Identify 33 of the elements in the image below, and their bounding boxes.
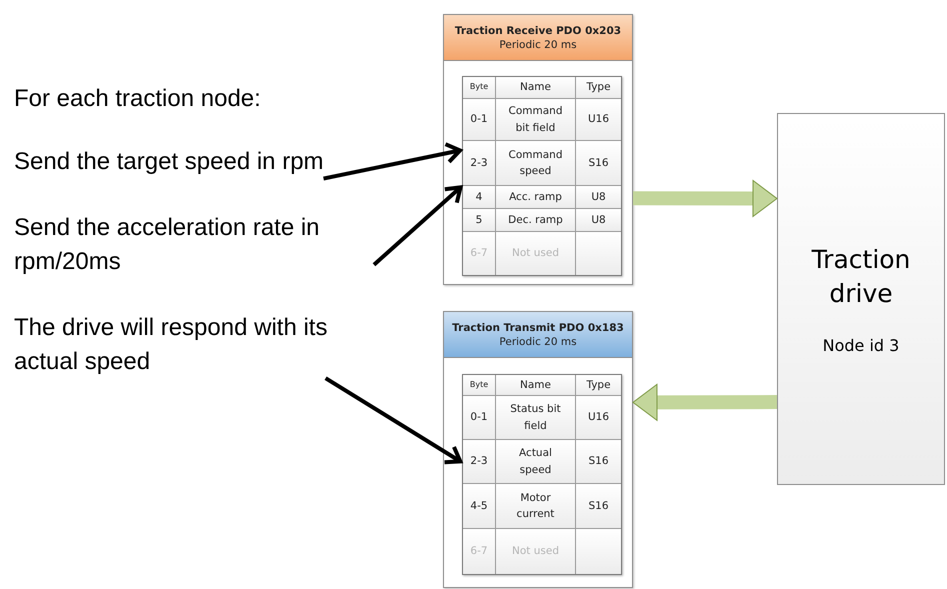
table-cell-text: 6-7: [469, 246, 489, 262]
panel-title: Traction Receive PDO 0x203: [454, 24, 622, 36]
note-text: Send the acceleration rate in rpm/20ms: [14, 211, 374, 278]
panel-title: Traction Transmit PDO 0x183: [452, 322, 624, 334]
heading-text: For each traction node:: [14, 84, 261, 114]
block-arrow: [632, 383, 778, 422]
table-cell-text: 0-1: [469, 410, 489, 426]
table-cell-text: 5: [474, 212, 484, 228]
table-cell-text: Byte: [468, 81, 490, 94]
leader-arrow: [372, 185, 464, 266]
table-cell-text: 2-3: [469, 156, 489, 171]
data-table: [462, 374, 622, 575]
data-table: [462, 76, 622, 276]
message-panel: [443, 311, 633, 588]
note-text: The drive will respond with its actual speed: [14, 311, 394, 378]
device-title: Traction drive: [810, 244, 912, 310]
message-panel: [443, 14, 633, 285]
device-subtitle: Node id 3: [822, 336, 900, 356]
block-arrow: [632, 180, 778, 218]
leader-arrow: [323, 142, 464, 181]
table-cell: Not used: [495, 232, 575, 275]
table-cell-text: 6-7: [469, 544, 489, 560]
table-cell-text: Byte: [468, 378, 490, 391]
leader-arrow: [324, 376, 464, 464]
table-cell: Not used: [495, 529, 575, 574]
note-text: Send the target speed in rpm: [14, 145, 324, 179]
table-cell-text: 2-3: [469, 454, 489, 470]
table-cell-text: 0-1: [469, 112, 489, 128]
table-cell-text: 4-5: [469, 498, 489, 514]
device-box: [777, 113, 945, 485]
table-cell-text: 4: [474, 190, 484, 205]
panel-subtitle: Periodic 20 ms: [499, 336, 577, 348]
panel-subtitle: Periodic 20 ms: [499, 38, 577, 50]
